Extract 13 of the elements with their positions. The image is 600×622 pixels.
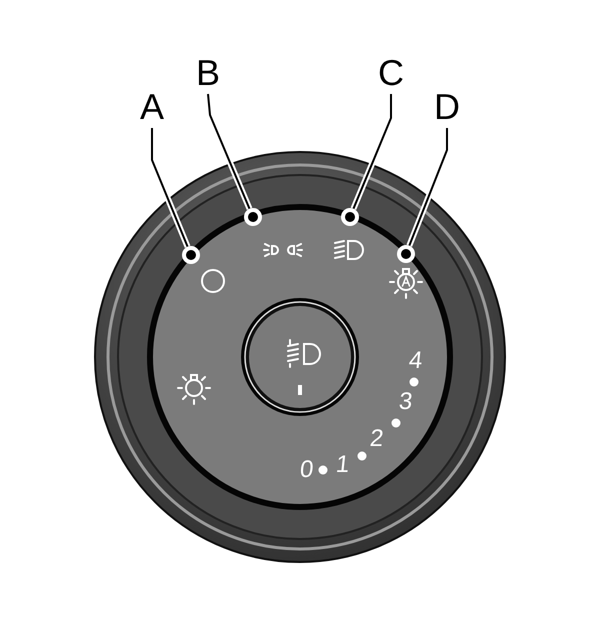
leader-line bbox=[205, 94, 252, 210]
callout-letter: B bbox=[196, 55, 220, 91]
scale-number: 3 bbox=[398, 390, 414, 414]
callout-letter: C bbox=[378, 55, 404, 91]
scale-number: 4 bbox=[408, 349, 424, 373]
scale-number: 1 bbox=[334, 453, 351, 477]
scale-number: 2 bbox=[368, 427, 385, 451]
callout-letter: D bbox=[434, 89, 460, 125]
callout-letter: A bbox=[140, 89, 164, 125]
scale-number: 0 bbox=[298, 458, 315, 482]
leader-line bbox=[350, 94, 394, 210]
leader-line bbox=[149, 128, 190, 248]
leader-line bbox=[406, 128, 450, 247]
